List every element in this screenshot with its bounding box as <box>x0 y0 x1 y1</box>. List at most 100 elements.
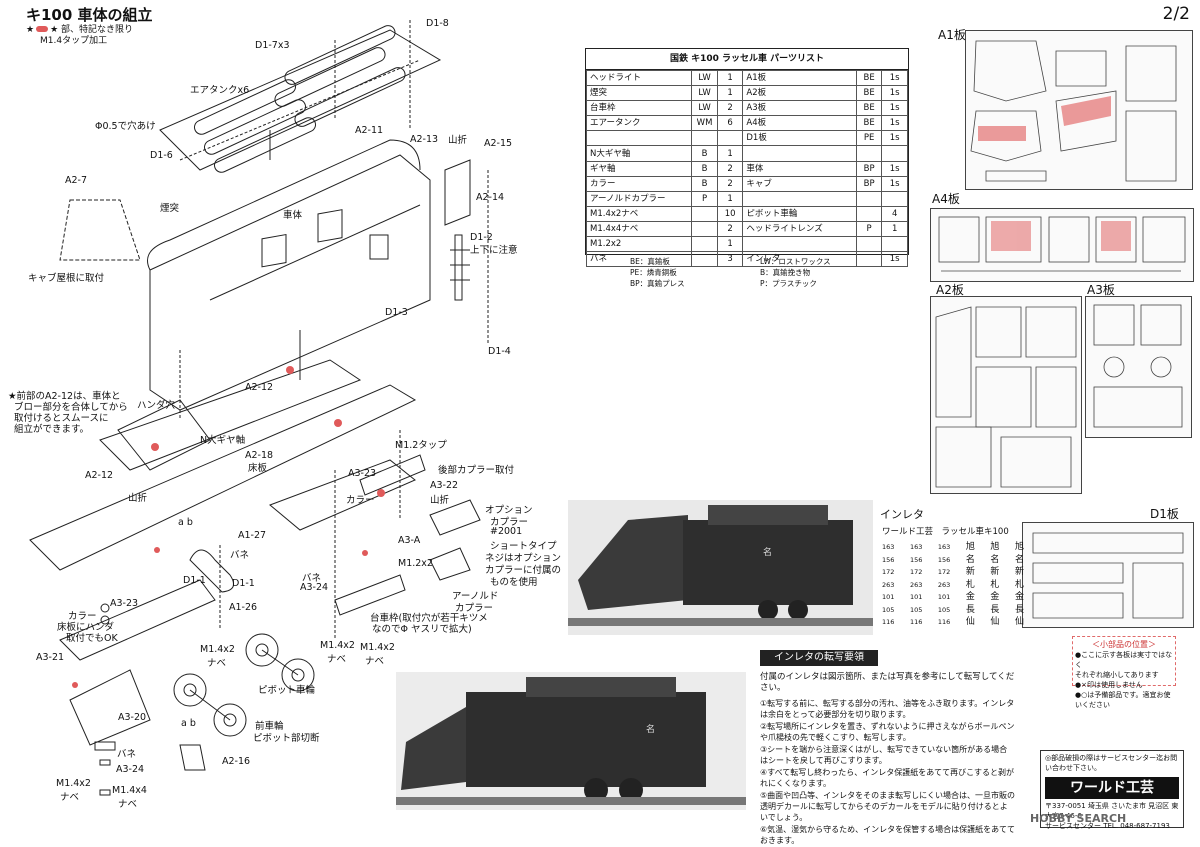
parts-cell: 2 <box>716 100 744 117</box>
label-yamaori2: 山折 <box>128 493 148 504</box>
parts-cell: エアータンク <box>585 115 693 132</box>
inletter-glyph: 116 <box>937 618 951 626</box>
inletter-glyph: 仙 <box>1014 617 1024 627</box>
parts-cell: ヘッドライトレンズ <box>742 220 857 238</box>
inletter-glyph: 101 <box>937 593 951 601</box>
car-number-label-2: 名 <box>646 723 655 735</box>
sheet-a1 <box>965 30 1193 190</box>
inletter-glyph: 116 <box>882 618 895 626</box>
parts-cell <box>691 205 718 222</box>
parts-cell: P <box>855 220 883 238</box>
inletter-glyph: 名 <box>965 554 975 565</box>
label-color2: カラー <box>68 611 97 622</box>
transfer-step: ⑤曲面や凹凸等、インレタをそのまま転写しにくい場合は、一旦市販の透明デカールに転… <box>760 791 1016 822</box>
transfer-step: ⑥気温、湿気から守るため、インレタを保管する場合は保護紙をあてておきます。 <box>760 825 1016 845</box>
label-airtank: エアタンクx6 <box>190 85 250 96</box>
label-a2-14: A2-14 <box>476 192 505 203</box>
label-rear: 後部カプラー取付 <box>438 465 515 476</box>
label-entotsu: 煙突 <box>160 203 180 214</box>
inletter-glyph: 長 <box>990 604 1000 615</box>
sheet-a3 <box>1085 296 1192 438</box>
parts-cell: P <box>691 190 718 207</box>
transfer-heading: インレタの転写要領 <box>760 650 878 666</box>
label-bane2: バネ <box>302 573 322 584</box>
label-d1-4: D1-4 <box>488 346 511 357</box>
inletter-glyph: 105 <box>882 605 895 614</box>
label-a1-27: A1-27 <box>238 530 267 541</box>
label-arnold2: カプラー <box>455 603 494 614</box>
label-option5: ネジはオプション <box>485 553 562 564</box>
parts-list-title: 国鉄 キ100 ラッセル車 パーツリスト <box>586 49 908 70</box>
label-a2-13: A2-13 <box>410 134 439 145</box>
label-a3-21: A3-21 <box>36 652 65 663</box>
inletter-glyph: 札 <box>965 579 975 590</box>
parts-cell: BE <box>855 85 883 102</box>
parts-cell: LW <box>691 69 718 87</box>
transfer-steps: ①転写する前に、転写する部分の汚れ、油等をふき取ります。インレタは余白をとって必… <box>760 698 1015 846</box>
header-note-1: ★★ 部、特記なき限り <box>26 25 134 35</box>
inletter-glyph: 263 <box>882 580 895 589</box>
label-m14x2a: M1.4x2 <box>200 644 235 655</box>
parts-cell: LW <box>691 100 718 117</box>
parts-cell <box>742 190 857 207</box>
label-d1-8: D1-8 <box>426 18 449 29</box>
sheet-a3-art <box>1093 304 1183 428</box>
label-yamaori1: 山折 <box>448 135 468 146</box>
label-option4: ショートタイプ <box>490 541 557 552</box>
sheet-a2-title: A2板 <box>936 283 964 297</box>
inletter-glyph: 156 <box>909 555 923 564</box>
sheet-a4-art <box>938 216 1186 272</box>
sheet-d1-title: D1板 <box>1150 507 1179 521</box>
transfer-step: ④すべて転写し終わったら、インレタ保護紙をあてて再びこすると剥がれにくくなります… <box>760 768 1014 788</box>
legend-item: B：真鍮挽き物 <box>760 268 811 277</box>
parts-cell: インレタ <box>742 251 857 268</box>
inletter-glyph: 旭 <box>1014 542 1024 552</box>
parts-cell: 1s <box>881 251 908 268</box>
inletter-glyph: 名 <box>1014 554 1024 565</box>
label-yamaori3: 山折 <box>430 495 450 506</box>
inletter-glyph: 163 <box>882 543 895 551</box>
label-daisha1: 台車枠(取付穴が若干キツメ <box>370 613 488 624</box>
parts-cell: 1s <box>881 69 908 87</box>
inletter-glyph: 172 <box>909 568 923 576</box>
label-updown: 上下に注意 <box>470 245 518 256</box>
watermark: HOBBY SEARCH <box>1030 812 1127 825</box>
sheet-a2 <box>930 296 1082 494</box>
parts-cell <box>881 236 908 253</box>
parts-cell: BP <box>855 175 883 192</box>
star-icon: ★ <box>26 25 35 35</box>
label-a2-7: A2-7 <box>65 175 88 186</box>
legend-item: BE：真鍮板 <box>630 257 670 266</box>
parts-cell: A4板 <box>742 115 857 132</box>
small-parts-lines: ●ここに示す各板は実寸ではなくそれぞれ縮小してあります●×印は使用しません●○は… <box>1075 650 1173 710</box>
parts-cell: 2 <box>716 160 744 177</box>
parts-cell: 台車枠 <box>585 100 693 117</box>
parts-cell: ヘッドライト <box>585 69 693 87</box>
car-number-label-1: 名 <box>763 546 772 558</box>
label-nabe5: ナベ <box>118 799 138 810</box>
label-a2-16: A2-16 <box>222 756 251 767</box>
inletter-heading: インレタ <box>880 508 924 521</box>
label-shouban: 床板 <box>248 463 268 474</box>
inletter-glyph: 156 <box>882 555 895 564</box>
inletter-brand: ワールド工芸 ラッセル車キ100 <box>882 527 1009 537</box>
legend-item: BP：真鍮プレス <box>630 279 685 288</box>
transfer-step: ③シートを端から注意深くはがし、転写できていない箇所がある場合はシートを戻して再… <box>760 745 1008 765</box>
parts-cell: WM <box>691 115 718 132</box>
sheet-a4 <box>930 208 1194 282</box>
parts-cell: A1板 <box>742 69 857 87</box>
parts-cell <box>855 205 883 222</box>
inletter-glyph: 105 <box>909 605 923 614</box>
parts-cell <box>742 145 857 162</box>
label-a3-20: A3-20 <box>118 712 147 723</box>
label-ab2: a b <box>181 718 196 729</box>
sheet-a1-art <box>970 40 1177 182</box>
